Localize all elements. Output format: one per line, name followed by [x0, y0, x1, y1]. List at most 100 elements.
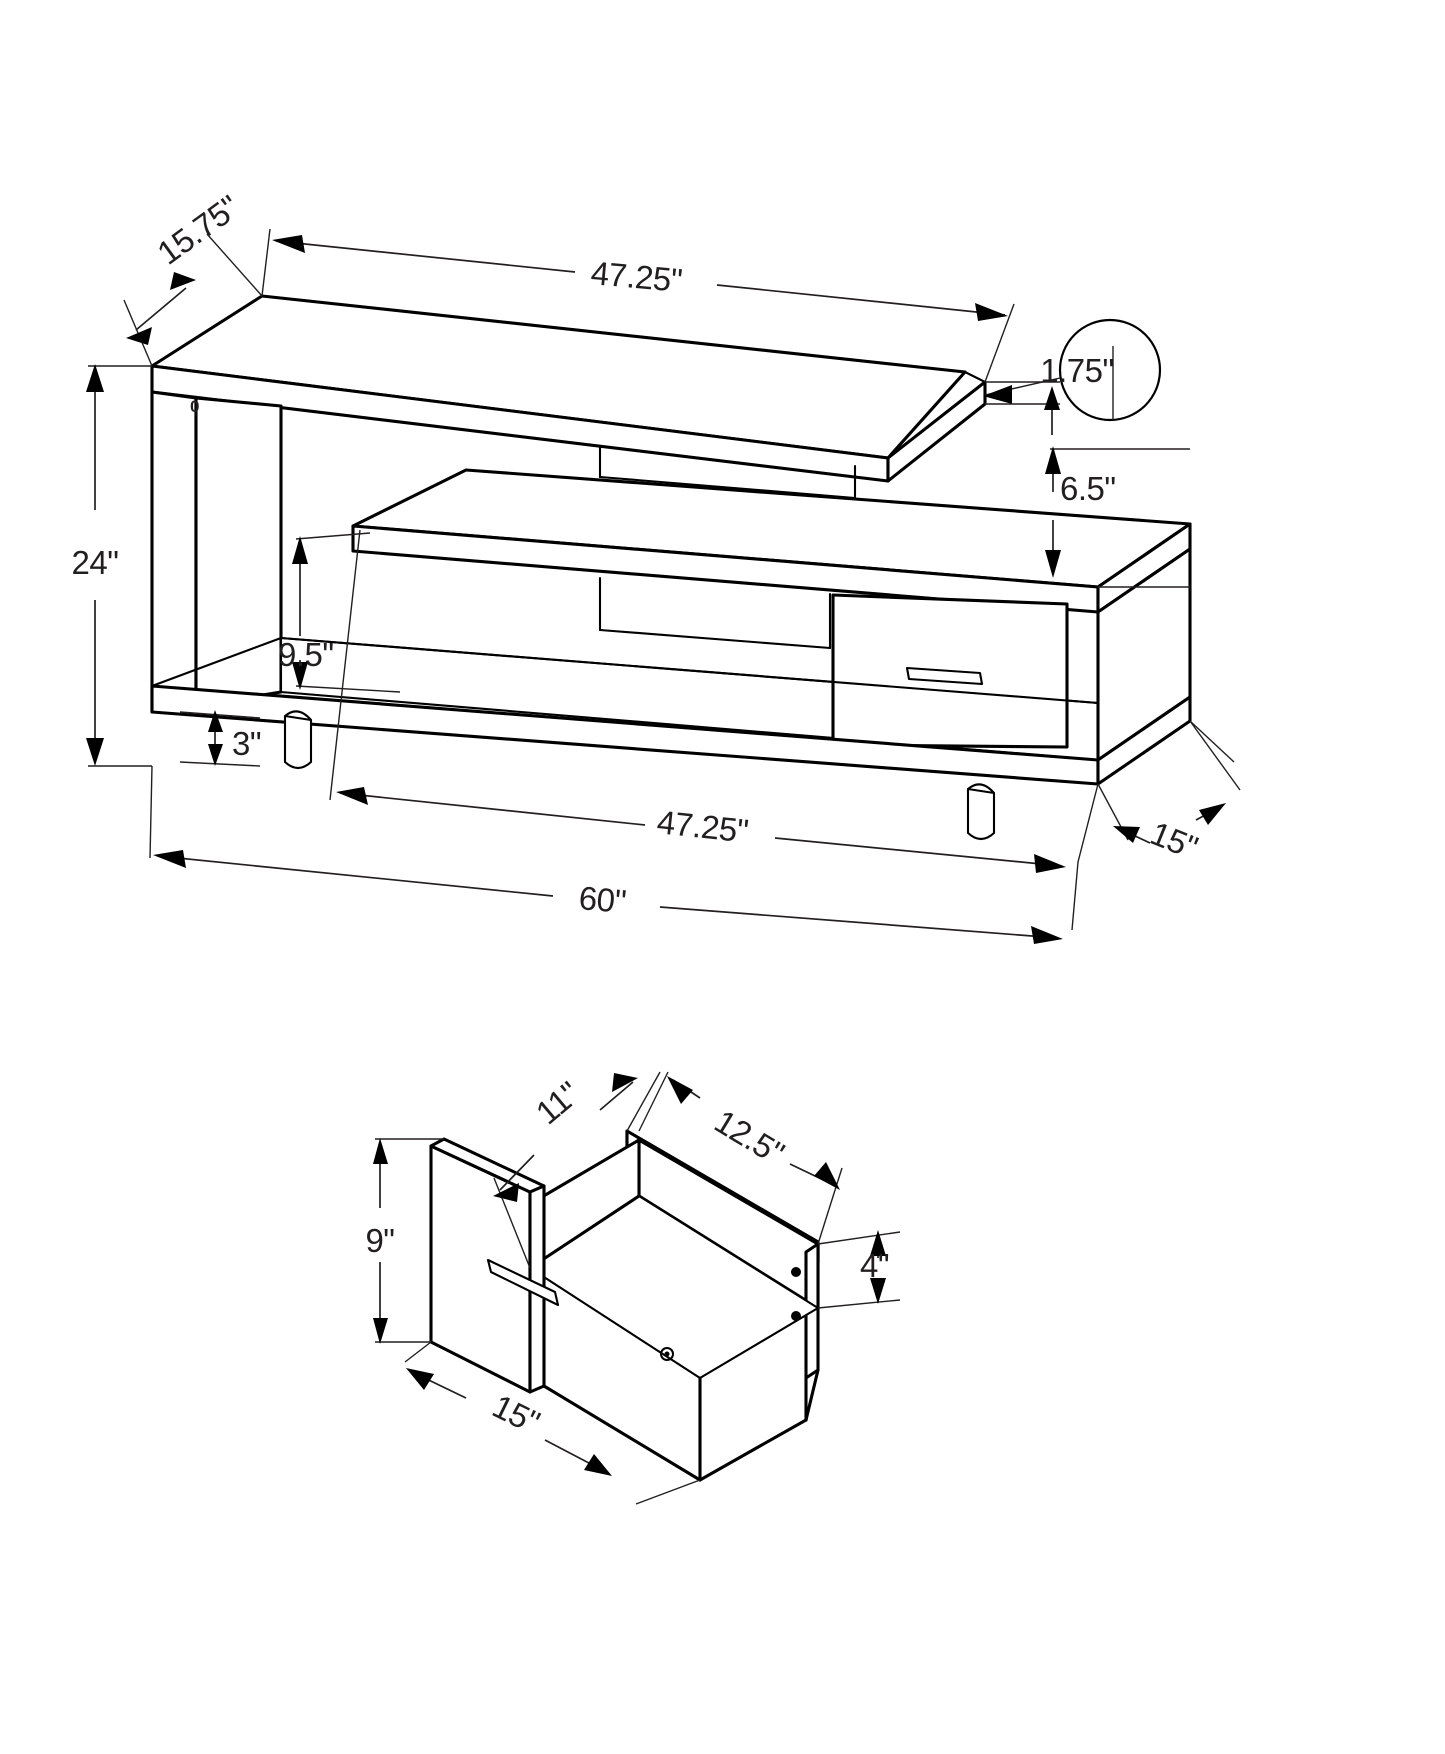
ext-60-left: [149, 765, 153, 859]
dimension-24-group: 24": [72, 364, 152, 767]
arrowhead-9-up: [373, 1138, 388, 1164]
arrowhead-12-5-left: [667, 1076, 693, 1104]
dimension-60-group: 60": [149, 720, 1241, 944]
dim-47top-line-right: [716, 284, 1006, 316]
ext-60-right-a: [1189, 720, 1241, 791]
ext-9-5-bottom: [295, 685, 401, 693]
arrowhead-47top-left: [272, 235, 305, 253]
dimension-9-group: 9": [365, 1138, 444, 1344]
arrowhead-11-left: [493, 1183, 519, 1202]
arrowhead-15-75-right: [170, 272, 196, 290]
drawer-pull[interactable]: [905, 666, 984, 686]
dimension-11: 11": [529, 1074, 587, 1131]
drawer-right-outer-bottom: [804, 1368, 820, 1422]
dimension-60: 60": [577, 879, 627, 920]
dimension-15: 15": [1145, 814, 1202, 866]
ext-47bot-right: [1077, 783, 1099, 863]
arrowhead-9-5-down: [292, 662, 308, 690]
dim-47bot-line-right: [774, 837, 1063, 867]
dim-47top-line-left: [275, 240, 576, 273]
ext-15-75-a: [206, 233, 263, 297]
arrowhead-47bot-right: [1034, 854, 1066, 873]
dim-15-75-line: [135, 287, 187, 331]
arrowhead-60-left: [153, 850, 186, 868]
dimension-12-5: 12.5": [708, 1102, 790, 1172]
arrowhead-1-75: [983, 385, 1012, 404]
left-side-inner-face: [194, 396, 283, 708]
dimension-3-group: 3": [179, 710, 262, 767]
arrowhead-3-up: [208, 710, 223, 732]
ext-60-right-b: [1071, 861, 1079, 931]
leg-left-top: [283, 710, 313, 722]
cam-screw-bottom-center-icon: [664, 1351, 670, 1357]
shelf-support-rail: [598, 475, 857, 500]
cam-lock-mark: 0: [190, 397, 199, 416]
main-assembly-view: 0: [72, 188, 1241, 944]
dimension-9-5: 9.5": [278, 636, 334, 673]
cabinet-shelf-rail: [598, 628, 832, 650]
dim-60-line-right: [659, 906, 1059, 939]
arrowhead-3-down: [208, 744, 223, 766]
arrowhead-24-up: [86, 364, 104, 392]
arrowhead-6-5-down: [1045, 550, 1061, 578]
cam-screw-bottom-icon: [660, 1347, 674, 1361]
arrowhead-15d-left: [406, 1368, 434, 1390]
arrowhead-4-up: [870, 1230, 886, 1256]
left-side-outer-face: [150, 390, 198, 714]
arrowhead-60-right: [1031, 926, 1063, 944]
dimension-15-75: 15.75": [150, 188, 246, 272]
top-panel: [150, 294, 987, 483]
dimension-9-5-group: 9.5": [278, 529, 401, 801]
ext-12-5-a: [638, 1071, 669, 1132]
ext-12-5-b: [817, 1167, 843, 1245]
middle-shelf: [351, 468, 1192, 614]
arrowhead-9-down: [373, 1318, 388, 1344]
drawer-detail-view: 11" 12.5" 9": [365, 1071, 901, 1505]
leg-left: [283, 714, 313, 770]
dim-11-line-right: [599, 1081, 634, 1111]
cam-screw-lower-icon: [791, 1311, 801, 1321]
arrowhead-47top-right: [975, 303, 1008, 321]
cam-screw-upper-icon: [791, 1267, 801, 1277]
leg-right-top: [966, 783, 996, 795]
arrowhead-15-75-left: [126, 327, 152, 345]
dimension-4-group: 4": [817, 1230, 901, 1309]
ext-11-b: [626, 1071, 661, 1132]
callout-circle-1-75: [1058, 318, 1162, 422]
legs: [283, 710, 996, 841]
arrowhead-6-5-up: [1045, 446, 1061, 474]
dimension-24: 24": [72, 544, 119, 581]
dimension-4: 4": [860, 1247, 889, 1284]
top-panel-corner-line: [963, 370, 987, 384]
drawer-front-bottom-connector: [542, 1384, 702, 1482]
dimension-15-drawer-group: 15": [404, 1341, 701, 1505]
arrowhead-24-down: [86, 738, 104, 766]
ext-4-bottom: [817, 1299, 901, 1309]
dimension-47-25-top-group: 47.25": [261, 228, 1015, 383]
ext-15d-b: [635, 1479, 701, 1505]
arrowhead-4-down: [870, 1278, 886, 1304]
dim-47bot-line-left: [339, 792, 646, 826]
dimension-6-5: 6.5": [1060, 470, 1116, 507]
arrowhead-11-right: [612, 1073, 638, 1092]
arrowhead-15-right: [1199, 803, 1226, 825]
dimension-47-25-bottom: 47.25": [655, 803, 750, 849]
dimension-6-5-group: 6.5": [1045, 446, 1190, 588]
base-left-chamfer: [150, 636, 283, 688]
ext-4-top: [817, 1231, 901, 1245]
ext-15-a: [1189, 720, 1235, 763]
ext-3-bottom: [179, 761, 261, 767]
leader-lower-47-left: [329, 529, 361, 801]
dimension-9: 9": [365, 1222, 394, 1259]
drawer-base-right-edge: [698, 1418, 808, 1482]
ext-47top-b: [984, 303, 1015, 383]
lower-cabinet: [150, 547, 1192, 786]
dimension-1-75: 1.75": [1040, 352, 1113, 389]
arrowhead-12-5-right: [814, 1162, 840, 1190]
base-top-back-line: [279, 636, 1100, 705]
dim-60-line-left: [157, 855, 554, 897]
drawer-pull[interactable]: [486, 1258, 560, 1307]
leg-right: [966, 787, 996, 841]
